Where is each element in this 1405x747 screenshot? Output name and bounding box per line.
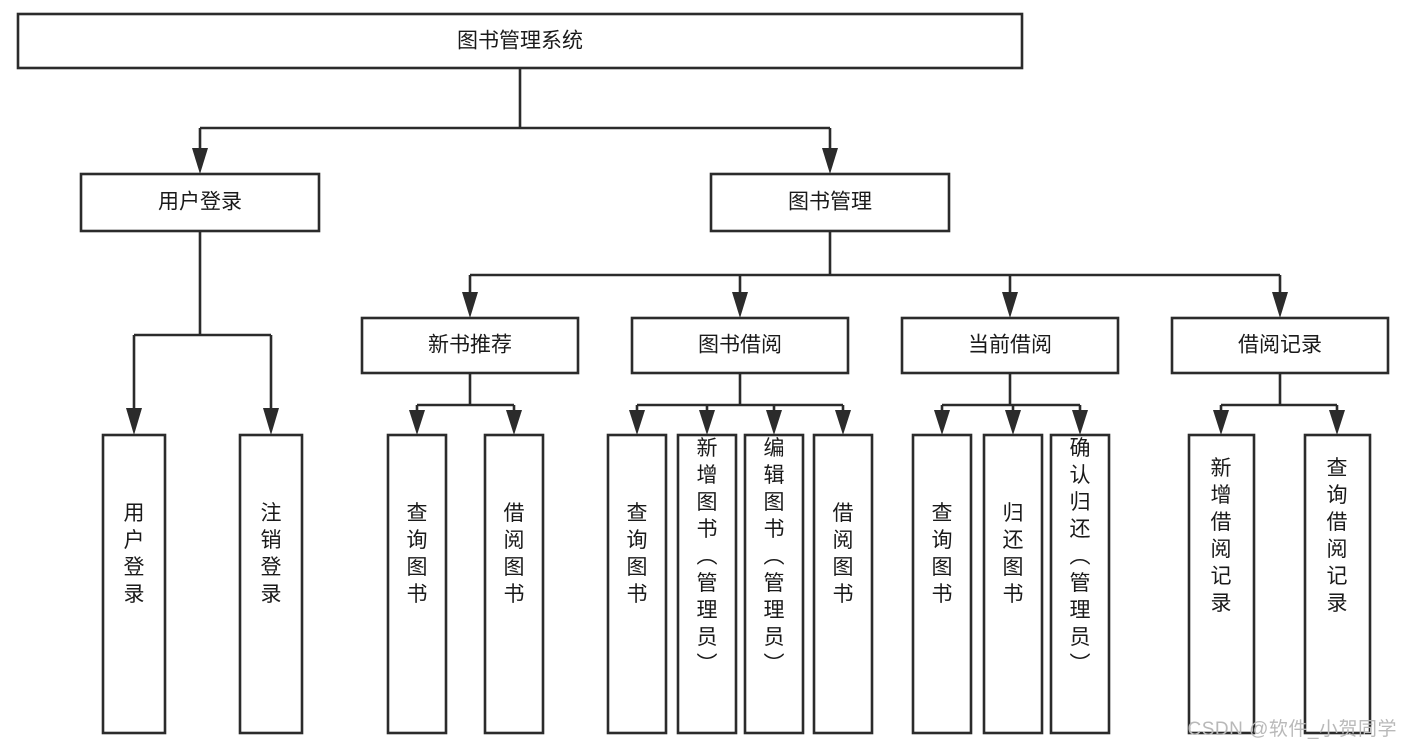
arrow-head-book-borrow <box>732 292 748 318</box>
node-leaf-query-book-3[interactable]: 查询图书 <box>911 433 973 735</box>
arrow-head-borrow-record <box>1272 292 1288 318</box>
node-leaf-query-book-1-label: 查询图书 <box>407 502 428 606</box>
node-leaf-borrow-book-1[interactable]: 借阅图书 <box>483 433 545 735</box>
arrow-head-leaf-query-book-1 <box>409 410 425 435</box>
node-leaf-query-book-2-label: 查询图书 <box>627 502 648 606</box>
arrow-head-leaf-confirm-return <box>1072 410 1088 435</box>
arrow-head-leaf-borrow-book-1 <box>506 410 522 435</box>
node-current-borrow-label: 当前借阅 <box>968 334 1052 357</box>
node-book-management[interactable]: 图书管理 <box>709 172 951 233</box>
node-leaf-borrow-book-1-box[interactable] <box>483 433 545 735</box>
node-leaf-logout-box[interactable] <box>238 433 304 735</box>
node-leaf-confirm-return[interactable]: 确认归还︵管理员︶ <box>1049 433 1111 735</box>
node-leaf-add-book-box[interactable] <box>676 433 738 735</box>
node-new-book-recommend-box[interactable] <box>360 316 580 375</box>
node-leaf-confirm-return-box[interactable] <box>1049 433 1111 735</box>
arrow-head-leaf-borrow-book-2 <box>835 410 851 435</box>
node-leaf-query-book-3-label: 查询图书 <box>932 502 953 606</box>
node-book-management-box[interactable] <box>709 172 951 233</box>
node-current-borrow-box[interactable] <box>900 316 1120 375</box>
node-leaf-query-book-2[interactable]: 查询图书 <box>606 433 668 735</box>
connector-layer <box>126 68 1345 435</box>
arrow-head-leaf-query-book-3 <box>934 410 950 435</box>
node-book-borrow[interactable]: 图书借阅 <box>630 316 850 375</box>
node-leaf-add-book-label: 新增图书︵管理员︶ <box>697 437 718 676</box>
arrow-head-leaf-query-record <box>1329 410 1345 435</box>
node-new-book-recommend-label: 新书推荐 <box>428 334 512 357</box>
node-leaf-query-borrow-record[interactable]: 查询借阅记录 <box>1303 433 1372 735</box>
node-borrow-record[interactable]: 借阅记录 <box>1170 316 1390 375</box>
node-user-login[interactable]: 用户登录 <box>79 172 321 233</box>
arrow-head-new-book-rec <box>462 292 478 318</box>
node-root[interactable]: 图书管理系统 <box>16 12 1024 70</box>
node-user-login-box[interactable] <box>79 172 321 233</box>
node-leaf-add-borrow-record-label: 新增借阅记录 <box>1211 457 1232 615</box>
node-user-login-label: 用户登录 <box>158 191 242 214</box>
arrow-head-book-mgmt <box>822 148 838 174</box>
arrow-head-leaf-logout <box>263 408 279 435</box>
node-leaf-query-borrow-record-box[interactable] <box>1303 433 1372 735</box>
node-leaf-return-book-label: 归还图书 <box>1003 502 1024 606</box>
node-leaf-borrow-book-2-box[interactable] <box>812 433 874 735</box>
node-leaf-edit-book-label: 编辑图书︵管理员︶ <box>764 437 785 676</box>
node-leaf-return-book-box[interactable] <box>982 433 1044 735</box>
node-leaf-edit-book[interactable]: 编辑图书︵管理员︶ <box>743 433 805 735</box>
node-book-borrow-box[interactable] <box>630 316 850 375</box>
node-leaf-user-login[interactable]: 用户登录 <box>101 433 167 735</box>
node-leaf-query-borrow-record-label: 查询借阅记录 <box>1327 457 1348 615</box>
node-leaf-confirm-return-label: 确认归还︵管理员︶ <box>1070 437 1091 676</box>
node-leaf-add-book[interactable]: 新增图书︵管理员︶ <box>676 433 738 735</box>
node-book-borrow-label: 图书借阅 <box>698 334 782 357</box>
arrow-head-leaf-edit-book <box>766 410 782 435</box>
node-book-management-label: 图书管理 <box>788 191 872 214</box>
node-leaf-borrow-book-2[interactable]: 借阅图书 <box>812 433 874 735</box>
arrow-head-leaf-user-login <box>126 408 142 435</box>
arrow-head-leaf-query-book-2 <box>629 410 645 435</box>
node-leaf-query-book-1[interactable]: 查询图书 <box>386 433 448 735</box>
node-leaf-query-book-1-box[interactable] <box>386 433 448 735</box>
node-new-book-recommend[interactable]: 新书推荐 <box>360 316 580 375</box>
node-leaf-borrow-book-1-label: 借阅图书 <box>504 502 525 606</box>
arrow-head-current-borrow <box>1002 292 1018 318</box>
node-borrow-record-box[interactable] <box>1170 316 1390 375</box>
node-leaf-logout[interactable]: 注销登录 <box>238 433 304 735</box>
node-leaf-add-borrow-record-box[interactable] <box>1187 433 1256 735</box>
node-leaf-user-login-label: 用户登录 <box>124 502 145 606</box>
node-current-borrow[interactable]: 当前借阅 <box>900 316 1120 375</box>
node-leaf-borrow-book-2-label: 借阅图书 <box>833 502 854 606</box>
node-leaf-query-book-3-box[interactable] <box>911 433 973 735</box>
arrow-head-leaf-return-book <box>1005 410 1021 435</box>
arrow-head-leaf-add-record <box>1213 410 1229 435</box>
node-leaf-add-borrow-record[interactable]: 新增借阅记录 <box>1187 433 1256 735</box>
node-leaf-logout-label: 注销登录 <box>261 502 282 606</box>
node-leaf-edit-book-box[interactable] <box>743 433 805 735</box>
arrow-head-leaf-add-book <box>699 410 715 435</box>
node-root-label: 图书管理系统 <box>457 30 583 53</box>
node-borrow-record-label: 借阅记录 <box>1238 334 1322 357</box>
node-root-box[interactable] <box>16 12 1024 70</box>
node-leaf-return-book[interactable]: 归还图书 <box>982 433 1044 735</box>
node-leaf-user-login-box[interactable] <box>101 433 167 735</box>
arrow-head-user-login <box>192 148 208 174</box>
node-leaf-query-book-2-box[interactable] <box>606 433 668 735</box>
